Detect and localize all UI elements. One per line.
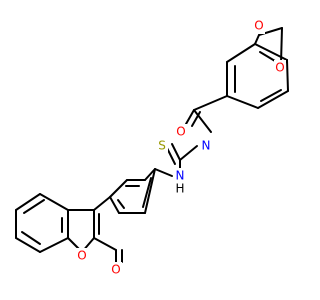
- benzo-bond-2: [15, 193, 41, 211]
- benzo-double-2: [21, 231, 41, 245]
- thiocarbonyl-s-bond-b: [166, 147, 176, 165]
- ring-oxygen-label: O: [77, 249, 86, 263]
- thiocarbonyl-n-bond: [179, 145, 198, 161]
- carbonyl-bond-b: [191, 111, 201, 127]
- benzodioxole-bond-6: [226, 95, 259, 109]
- dioxole-oxygen-right-label: O: [275, 61, 284, 75]
- thiourea-nitrogen-label: N: [176, 169, 185, 183]
- phenyl-bond-4: [109, 196, 120, 214]
- amide-n-bond: [193, 109, 212, 133]
- benzo-bond-1: [39, 193, 69, 211]
- amide-nitrogen-label: N: [202, 139, 211, 153]
- benzodioxole-bond-2: [226, 43, 256, 63]
- thiocarbonyl-s-bond-a: [171, 143, 181, 161]
- carbonyl-bond-a: [185, 109, 195, 125]
- aryl-nh-bond: [154, 168, 173, 177]
- dioxole-ch2-bond-b: [280, 27, 283, 64]
- ring-oxygen-label-bg: [76, 248, 88, 264]
- amide-oxygen-label-bg: [175, 124, 187, 140]
- dioxole-oxygen-top-label: O: [254, 19, 263, 33]
- thiourea-nitrogen-label-bg: [174, 168, 186, 184]
- benzodioxole-bond-5: [257, 90, 289, 109]
- dioxole-oxygen-top-label-bg: [253, 18, 265, 34]
- benzodioxole-bond-4: [286, 59, 289, 92]
- phenyl-bond-1: [144, 168, 156, 181]
- benzodioxole-double-3: [260, 89, 282, 102]
- aryl-carbonyl-bond: [193, 95, 228, 111]
- lactone-oxygen-label-bg: [110, 262, 122, 278]
- thiourea-hydrogen-label-bg: [174, 182, 186, 196]
- coumarin-link-bond: [93, 196, 111, 211]
- amide-oxygen-label: O: [176, 125, 185, 139]
- dioxole-oxygen-top-bond: [254, 34, 260, 45]
- atom-label-layer: O N O O S N H O O: [76, 18, 286, 278]
- thione-sulfur-label-bg: [156, 138, 168, 154]
- phenyl-bond-6: [144, 168, 156, 214]
- benzo-double-1: [23, 199, 45, 214]
- amide-nitrogen-label-bg: [200, 138, 212, 154]
- benzo-bond-4: [15, 237, 41, 253]
- chemical-structure-diagram: O N O O S N H O O: [15, 18, 289, 278]
- dioxole-oxygen-right-label-bg: [274, 60, 286, 76]
- phenyl-bond-3: [109, 179, 128, 198]
- thione-sulfur-label: S: [158, 139, 166, 153]
- phenyl-double-2: [117, 199, 125, 209]
- bond-layer: [15, 27, 289, 263]
- lactone-carbonyl-link: [93, 237, 117, 251]
- thiourea-hydrogen-label: H: [175, 182, 184, 196]
- phenyl-double-3: [142, 177, 152, 208]
- lactone-oxygen-label: O: [111, 263, 120, 277]
- benzo-bond-5: [39, 237, 69, 253]
